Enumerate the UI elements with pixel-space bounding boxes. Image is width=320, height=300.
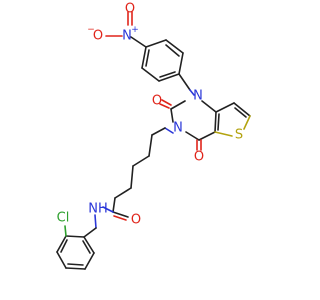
chlorine-label: Cl [57,211,70,226]
bond [233,102,251,117]
bond-c2-o [159,103,170,109]
bond [158,73,180,82]
pyrimidinedione-ring [170,100,220,141]
bond-c-s [243,115,251,130]
bond-chain [112,197,116,213]
n3-label: N [173,121,183,136]
bond-ring-nitro [130,36,147,48]
bond-c-cl [64,225,67,237]
bond [178,73,191,91]
amide-oxygen-label: O [131,213,141,228]
bond [83,236,95,254]
molecule-structure: N + O − O N N O O S NH O Cl [56,2,251,270]
bond-n-ch2 [94,214,97,229]
charge-label: + [131,25,139,35]
bond [178,52,184,75]
atom-label: O [93,29,103,44]
bond-inner [67,263,84,266]
bond [65,267,86,270]
bond-chain [151,127,166,136]
bond-c-n [102,206,114,213]
c2-oxygen-label: O [152,94,162,109]
bond-inner [145,49,150,67]
bond [141,46,147,69]
bond [185,131,200,141]
bond [170,108,174,123]
bond-inner [82,240,91,254]
bond [65,235,85,238]
bond-c2-o [161,99,172,106]
bond [84,252,95,270]
bond [201,100,217,113]
bond-chain [132,155,150,167]
sulfur-label: S [235,128,243,143]
nitro-oxygen-left-label: O − [87,25,103,44]
nitro-nitrogen-label: N + [122,25,139,44]
bond [215,102,235,113]
bond [141,67,160,82]
thiophene-ring [214,102,251,137]
bond-inner [217,113,220,131]
bond-chain [148,134,153,157]
c4-oxygen-label: O [194,150,204,165]
charge-label: − [87,25,95,35]
nitrophenyl-ring [141,39,184,82]
amide-nh-label: NH [88,202,108,217]
bond [214,111,217,133]
bond-inner [159,71,176,78]
bond-inner [60,239,68,253]
bond-inner [234,107,247,118]
bond-chain [114,187,132,199]
n1-label: N [193,89,203,104]
bond-carbonyl [112,211,129,218]
bond-s-c [214,131,233,137]
bond [165,39,184,54]
nitro-oxygen-top-label: O [125,2,135,17]
bond-inner [165,44,180,57]
bond [56,251,67,269]
bond-ch2-ring [83,227,97,238]
atom-label: N [122,29,132,44]
bond-ch2-n1 [189,89,195,96]
bond [56,235,67,253]
bond-n3-ch2 [164,127,174,134]
bond-carbonyl-double [113,215,127,221]
bond-chain [130,165,134,189]
structure-canvas: N + O − O N N O O S NH O Cl [56,1,251,270]
chlorophenyl-ring [56,235,95,270]
bond [170,100,186,110]
bond [198,131,216,141]
bond [145,39,167,48]
